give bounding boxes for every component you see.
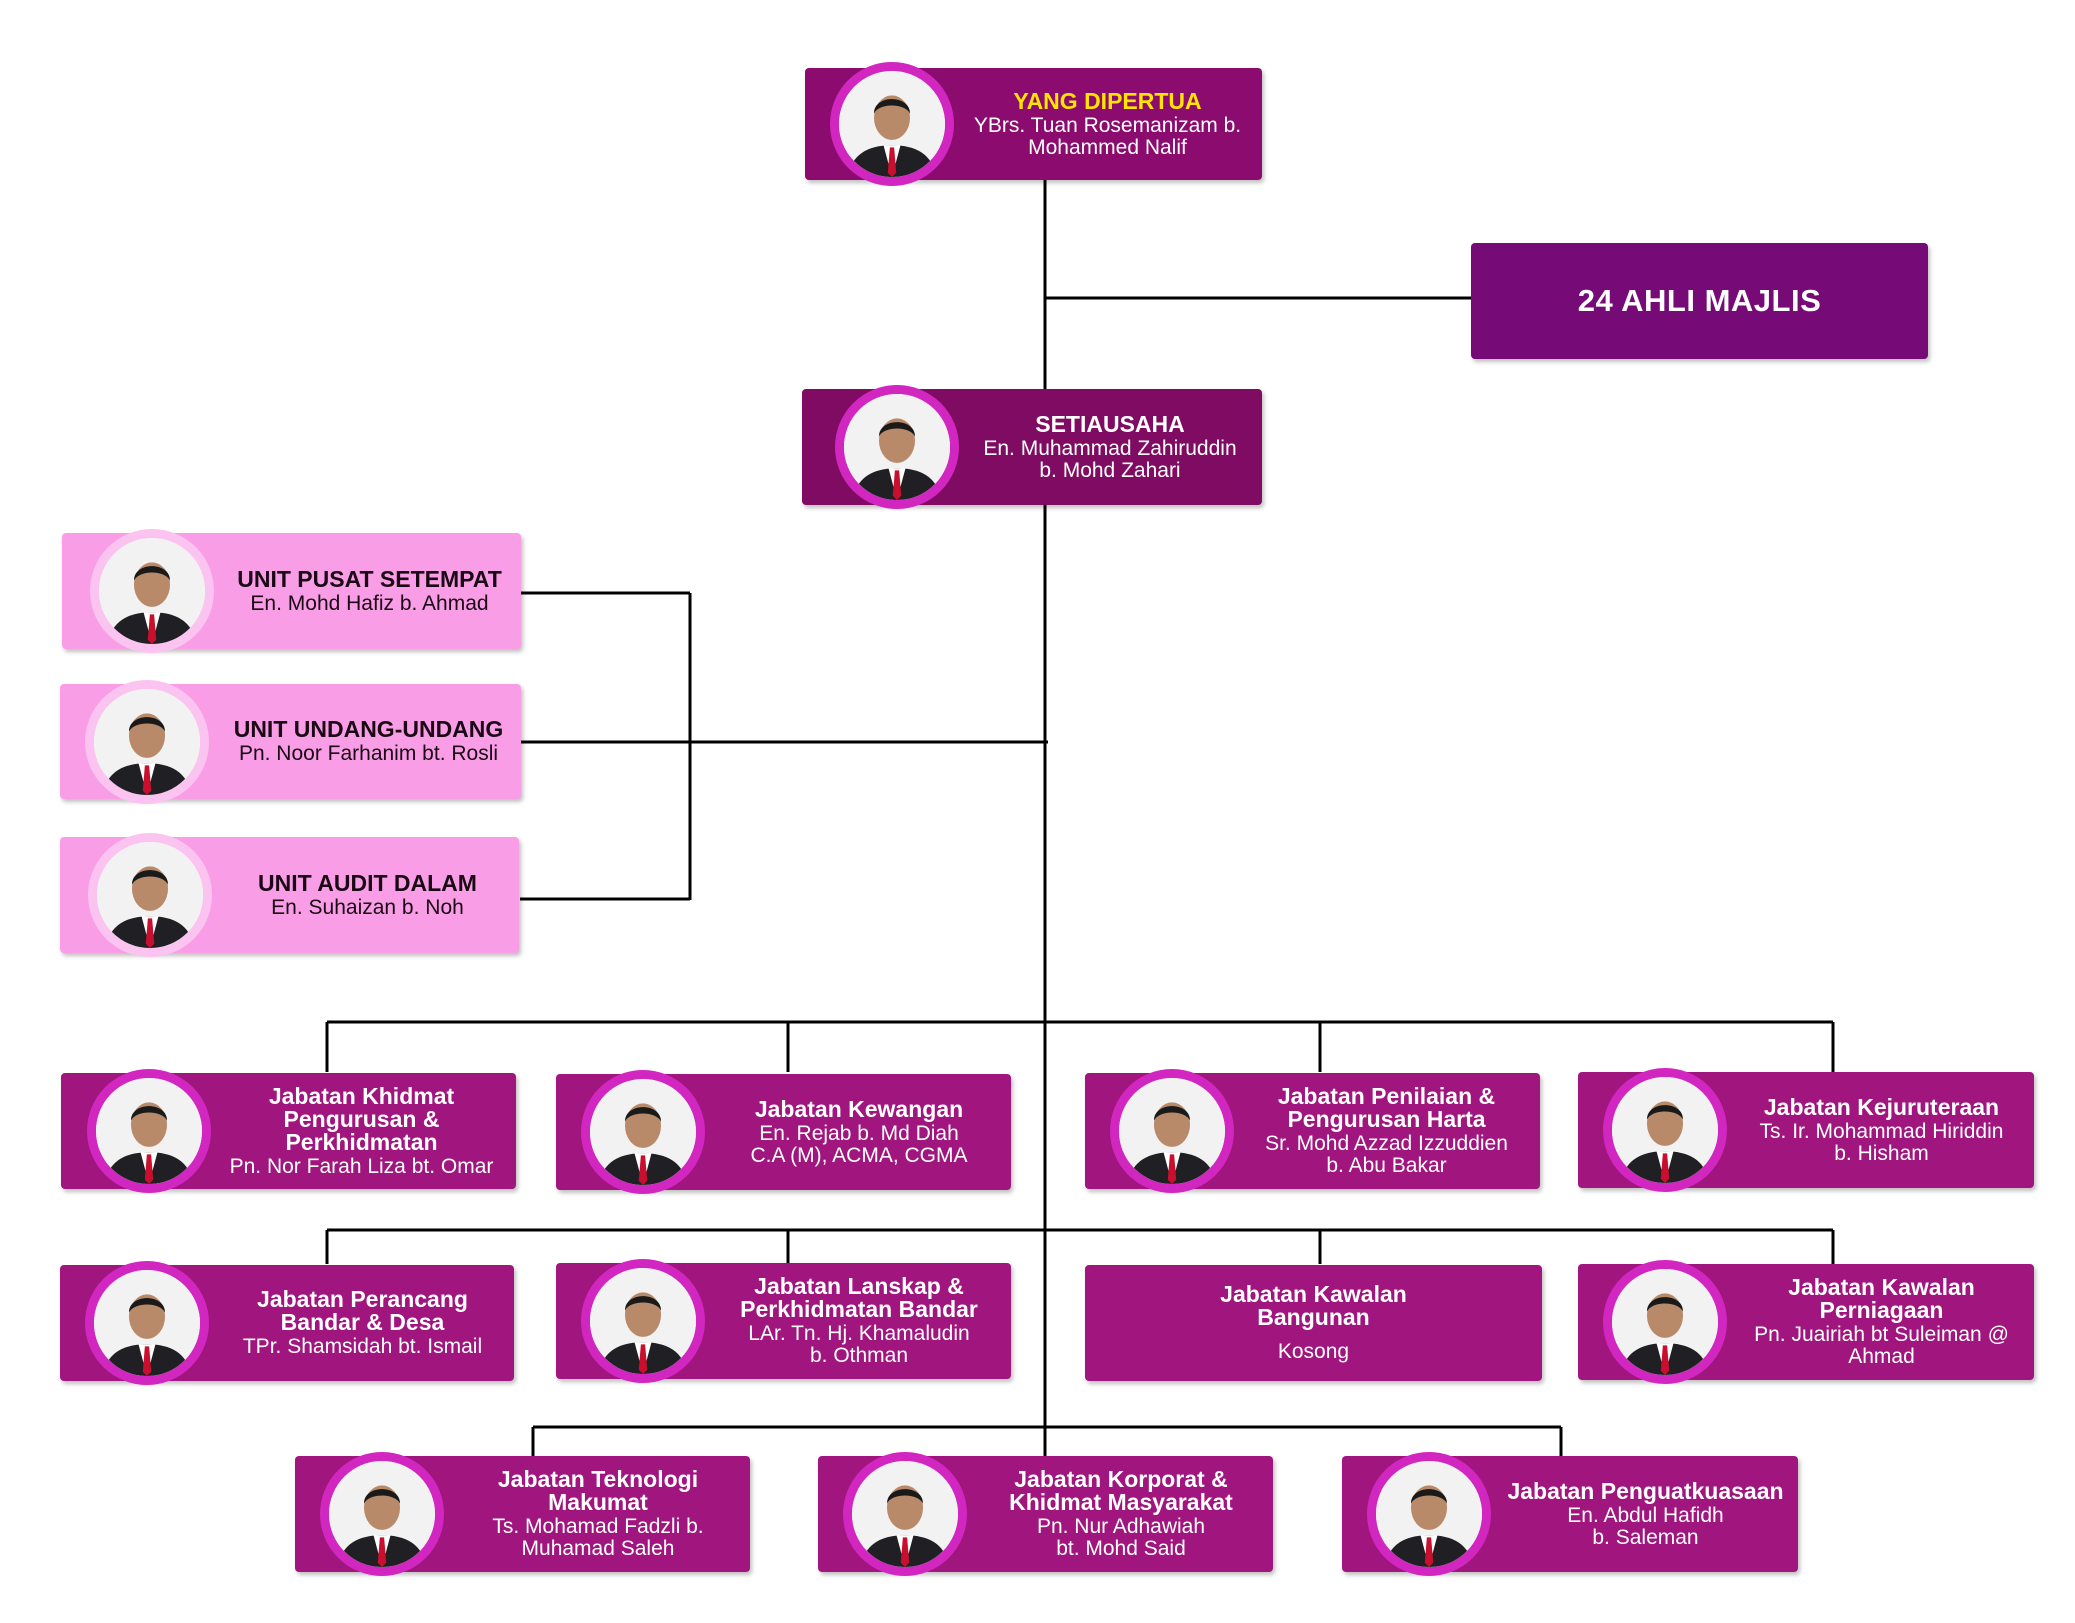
department-title: Jabatan Korporat & Khidmat Masyarakat [1009, 1466, 1233, 1515]
department-title: Jabatan Teknologi Makumat [497, 1466, 699, 1515]
department-title: Jabatan Lanskap & Perkhidmatan Bandar [740, 1273, 978, 1322]
department-title: Jabatan Khidmat Pengurusan & Perkhidmata… [268, 1082, 455, 1155]
department-head-name: En. Rejab b. Md Diah C.A (M), ACMA, CGMA [750, 1121, 968, 1167]
department-head-name: Ts. Mohamad Fadzli b. Muhamad Saleh [492, 1515, 704, 1560]
person-photo-icon [843, 1452, 967, 1576]
department-box: Jabatan Kawalan Bangunan Kosong [1085, 1265, 1542, 1381]
person-photo-icon [581, 1070, 705, 1194]
department-title: Jabatan Kawalan Perniagaan [1788, 1274, 1975, 1323]
department-box: Jabatan Kejuruteraan Ts. Ir. Mohammad Hi… [1578, 1068, 2034, 1192]
department-title: Jabatan Kejuruteraan [1763, 1093, 2000, 1120]
person-photo-icon [830, 62, 954, 186]
department-title: Jabatan Kawalan Bangunan [1220, 1281, 1407, 1330]
unit-undang-undang-box: UNIT UNDANG-UNDANG Pn. Noor Farhanim bt.… [60, 679, 521, 804]
person-photo-icon [320, 1452, 444, 1576]
unit-title: UNIT PUSAT SETEMPAT [237, 565, 502, 592]
unit-name: Pn. Noor Farhanim bt. Rosli [238, 742, 499, 765]
person-photo-icon [87, 1069, 211, 1193]
department-box: Jabatan Kewangan En. Rejab b. Md Diah C.… [556, 1070, 1011, 1194]
person-photo-icon [1603, 1260, 1727, 1384]
department-box: Jabatan Penguatkuasaan En. Abdul Hafidh … [1342, 1452, 1798, 1576]
department-head-name: Kosong [1277, 1340, 1350, 1363]
department-head-name: Pn. Nor Farah Liza bt. Omar [229, 1154, 494, 1178]
setiausaha-name: En. Muhammad Zahiruddin b. Mohd Zahari [983, 436, 1237, 482]
department-head-name: Pn. Nur Adhawiah bt. Mohd Said [1036, 1515, 1206, 1560]
person-photo-icon [581, 1259, 705, 1383]
department-title: Jabatan Penilaian & Pengurusan Harta [1277, 1083, 1496, 1132]
ahli-majlis-title: 24 AHLI MAJLIS [1577, 283, 1822, 318]
yang-dipertua-name: YBrs. Tuan Rosemanizam b. Mohammed Nalif [973, 113, 1242, 159]
department-box: Jabatan Teknologi Makumat Ts. Mohamad Fa… [295, 1452, 750, 1576]
department-box: Jabatan Kawalan Perniagaan Pn. Juairiah … [1578, 1260, 2034, 1384]
person-photo-icon [90, 529, 214, 653]
person-photo-icon [1367, 1452, 1491, 1576]
person-photo-icon [88, 833, 212, 957]
unit-audit-dalam-box: UNIT AUDIT DALAM En. Suhaizan b. Noh [60, 833, 519, 957]
department-box: Jabatan Lanskap & Perkhidmatan Bandar LA… [556, 1259, 1011, 1383]
unit-pusat-setempat-box: UNIT PUSAT SETEMPAT En. Mohd Hafiz b. Ah… [62, 529, 521, 653]
yang-dipertua-title: YANG DIPERTUA [1013, 87, 1202, 114]
department-head-name: Ts. Ir. Mohammad Hiriddin b. Hisham [1759, 1119, 2004, 1165]
department-box: Jabatan Korporat & Khidmat Masyarakat Pn… [818, 1452, 1273, 1576]
department-head-name: TPr. Shamsidah bt. Ismail [242, 1335, 483, 1358]
person-photo-icon [85, 1261, 209, 1385]
department-head-name: En. Abdul Hafidh b. Saleman [1567, 1503, 1724, 1549]
ahli-majlis-box: 24 AHLI MAJLIS [1471, 243, 1928, 359]
department-title: Jabatan Penguatkuasaan [1507, 1477, 1784, 1504]
unit-name: En. Mohd Hafiz b. Ahmad [250, 591, 489, 615]
setiausaha-title: SETIAUSAHA [1035, 410, 1185, 437]
setiausaha-box: SETIAUSAHA En. Muhammad Zahiruddin b. Mo… [802, 385, 1262, 509]
unit-title: UNIT UNDANG-UNDANG [233, 716, 504, 742]
department-head-name: LAr. Tn. Hj. Khamaludin b. Othman [748, 1322, 970, 1367]
department-box: Jabatan Perancang Bandar & Desa TPr. Sha… [60, 1261, 514, 1385]
department-head-name: Pn. Juairiah bt Suleiman @ Ahmad [1754, 1323, 2009, 1368]
department-box: Jabatan Khidmat Pengurusan & Perkhidmata… [61, 1069, 516, 1193]
department-head-name: Sr. Mohd Azzad Izzuddien b. Abu Bakar [1265, 1132, 1508, 1177]
person-photo-icon [1110, 1069, 1234, 1193]
person-photo-icon [1603, 1068, 1727, 1192]
department-box: Jabatan Penilaian & Pengurusan Harta Sr.… [1085, 1069, 1540, 1193]
person-photo-icon [835, 385, 959, 509]
department-title: Jabatan Kewangan [754, 1095, 964, 1122]
person-photo-icon [85, 679, 209, 804]
unit-name: En. Suhaizan b. Noh [271, 895, 464, 919]
unit-title: UNIT AUDIT DALAM [258, 869, 477, 896]
yang-dipertua-box: YANG DIPERTUA YBrs. Tuan Rosemanizam b. … [805, 62, 1262, 186]
department-title: Jabatan Perancang Bandar & Desa [257, 1286, 468, 1335]
